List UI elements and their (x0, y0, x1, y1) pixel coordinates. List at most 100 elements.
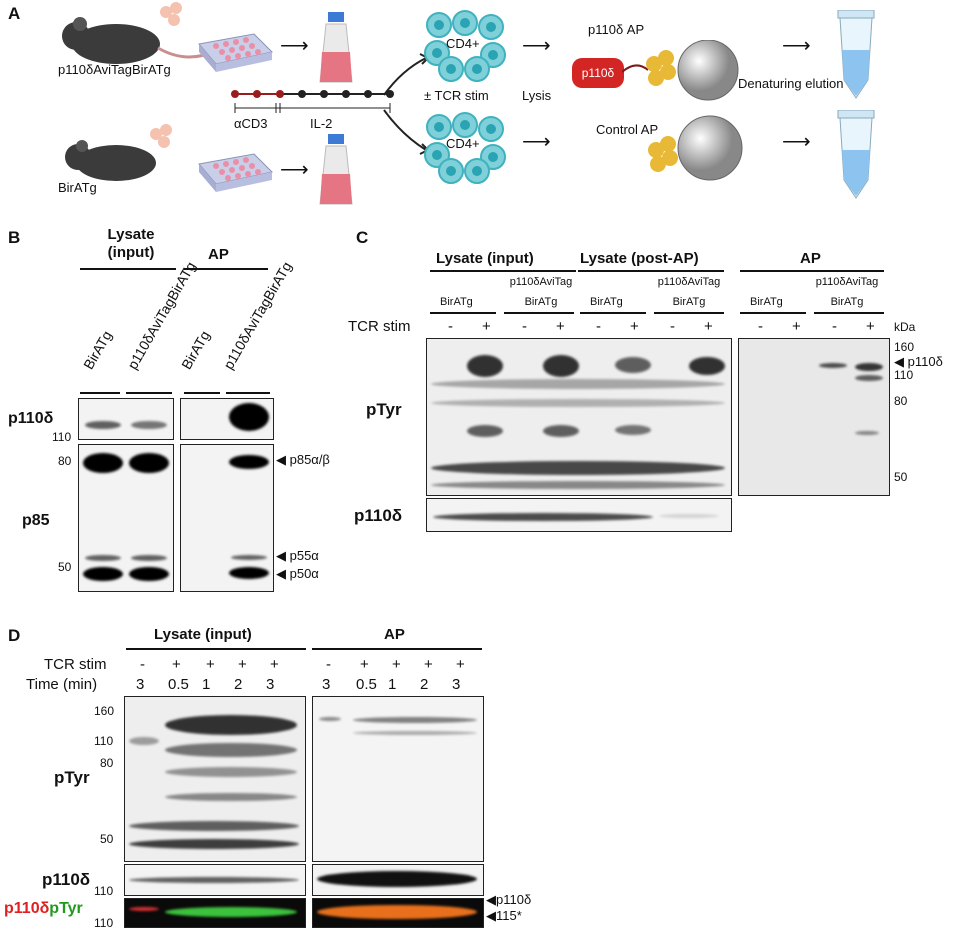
d-time: 3 (322, 676, 331, 693)
d-row-merge: p110δpTyr (4, 900, 83, 918)
c-sub-bira2: BirATg (524, 296, 558, 308)
cd4-cells-icon-top (424, 10, 506, 82)
d-sign: - (326, 656, 331, 673)
lane-underline (80, 392, 120, 394)
culture-plate-icon-bottom (198, 153, 274, 192)
c-sub-line (580, 312, 646, 314)
c-sub-line (504, 312, 574, 314)
d-sign: - (140, 656, 145, 673)
d-row-p110: p110δ (42, 870, 91, 889)
d-time-label: Time (min) (26, 676, 98, 693)
c-arrow-p110-label: p110δ (907, 354, 943, 369)
c-sub-avi: p110δAviTag (657, 276, 721, 288)
cd4-label-bottom: CD4+ (446, 136, 480, 151)
c-mw-marker: 110 (894, 368, 914, 382)
cells-icon-bottom (150, 124, 180, 150)
c-sub-line (740, 312, 806, 314)
c-sub-bira: BirATg (750, 296, 783, 308)
c-row-ptyr: pTyr (366, 400, 402, 419)
d-mw-marker: 110 (94, 916, 114, 930)
c-sub-line (430, 312, 496, 314)
tube-icon-bottom (837, 110, 875, 199)
d-merge-red-label: p110δ (4, 900, 50, 917)
d-mw-marker: 160 (94, 704, 115, 718)
b-lane-label: BirATg (80, 327, 115, 372)
c-mw-marker: 50 (894, 470, 908, 484)
c-sub-bira2: BirATg (672, 296, 706, 308)
lane-underline (126, 392, 172, 394)
d-arrow-115-label: 115* (496, 908, 522, 923)
b-blot-p110-ap (180, 398, 274, 440)
c-sub-line (654, 312, 724, 314)
c-arrow-p110: ◀ p110δ (894, 354, 943, 369)
d-time: 2 (234, 676, 243, 693)
culture-plate-icon-top (198, 33, 274, 72)
d-header-ap: AP (384, 626, 405, 643)
d-header-lysate: Lysate (input) (154, 626, 252, 643)
arrow-icon: ⟶ (522, 131, 551, 153)
d-blot-merge-ap (312, 898, 484, 928)
c-sign: + (866, 318, 875, 335)
b-blot-p85-ap (180, 444, 274, 592)
d-mw-marker: 110 (94, 884, 114, 898)
b-lane-label: BirATg (178, 327, 213, 372)
panel-c-letter: C (356, 228, 369, 247)
b-header-ap: AP (208, 246, 229, 263)
arrow-icon: ⟶ (280, 159, 309, 181)
c-blot-ptyr-ap (738, 338, 890, 496)
flask-icon-top (319, 12, 353, 83)
c-sign: - (832, 318, 837, 335)
c-sign: + (556, 318, 565, 335)
b-arrow-p85: ◀ p85α/β (276, 452, 330, 467)
d-blot-p110-ap (312, 864, 484, 896)
c-sign: - (596, 318, 601, 335)
cd4-cells-icon-bottom (424, 112, 506, 184)
c-header-lysate-input: Lysate (input) (436, 250, 534, 267)
b-lane-label: p110δAviTagBirATg (220, 258, 295, 372)
d-time: 1 (388, 676, 397, 693)
d-time: 3 (136, 676, 145, 693)
c-sign: - (670, 318, 675, 335)
b-arrow-p50-label: p50α (289, 566, 319, 581)
arrow-icon: ⟶ (782, 131, 811, 153)
d-blot-ptyr-lysate (124, 696, 306, 862)
panel-d-letter: D (8, 626, 21, 645)
c-sign: + (792, 318, 801, 335)
d-sign: + (206, 656, 215, 673)
lane-underline (226, 392, 270, 394)
p110-ap-label: p110δ AP (588, 22, 645, 37)
c-sign: + (630, 318, 639, 335)
timeline-icon (231, 90, 394, 113)
c-header-ap: AP (800, 250, 821, 267)
c-sign: - (522, 318, 527, 335)
lysis-label: Lysis (522, 88, 552, 103)
c-sub-avi: p110δAviTag (815, 276, 879, 288)
mouse-top-label: p110δAviTagBirATg (58, 62, 171, 77)
d-tcr-label: TCR stim (44, 656, 107, 673)
b-mw-marker: 80 (58, 454, 72, 468)
control-ap-label: Control AP (596, 122, 659, 137)
b-arrow-p55-label: p55α (289, 548, 319, 563)
b-row-p85: p85 (22, 512, 50, 529)
cells-icon-top (160, 2, 190, 28)
d-time: 0.5 (168, 676, 189, 693)
d-arrow-p110-label: p110δ (496, 892, 532, 907)
d-sign: + (270, 656, 279, 673)
mouse-icon-top (62, 17, 217, 64)
c-header-line (740, 270, 884, 272)
arrow-icon: ⟶ (522, 35, 551, 57)
d-arrow-115: ◀115* (486, 908, 522, 923)
c-sign: + (704, 318, 713, 335)
tcr-stim-label: ± TCR stim (424, 88, 489, 103)
c-header-line (430, 270, 576, 272)
c-blot-p110 (426, 498, 732, 532)
timeline-acd3: αCD3 (234, 116, 268, 131)
c-sign: + (482, 318, 491, 335)
d-row-ptyr: pTyr (54, 768, 90, 787)
d-merge-green-label: pTyr (49, 900, 83, 917)
d-sign: + (238, 656, 247, 673)
b-mw-marker: 50 (58, 560, 72, 574)
b-header-line (80, 268, 176, 270)
d-sign: + (424, 656, 433, 673)
d-arrow-p110: ◀p110δ (486, 892, 532, 907)
